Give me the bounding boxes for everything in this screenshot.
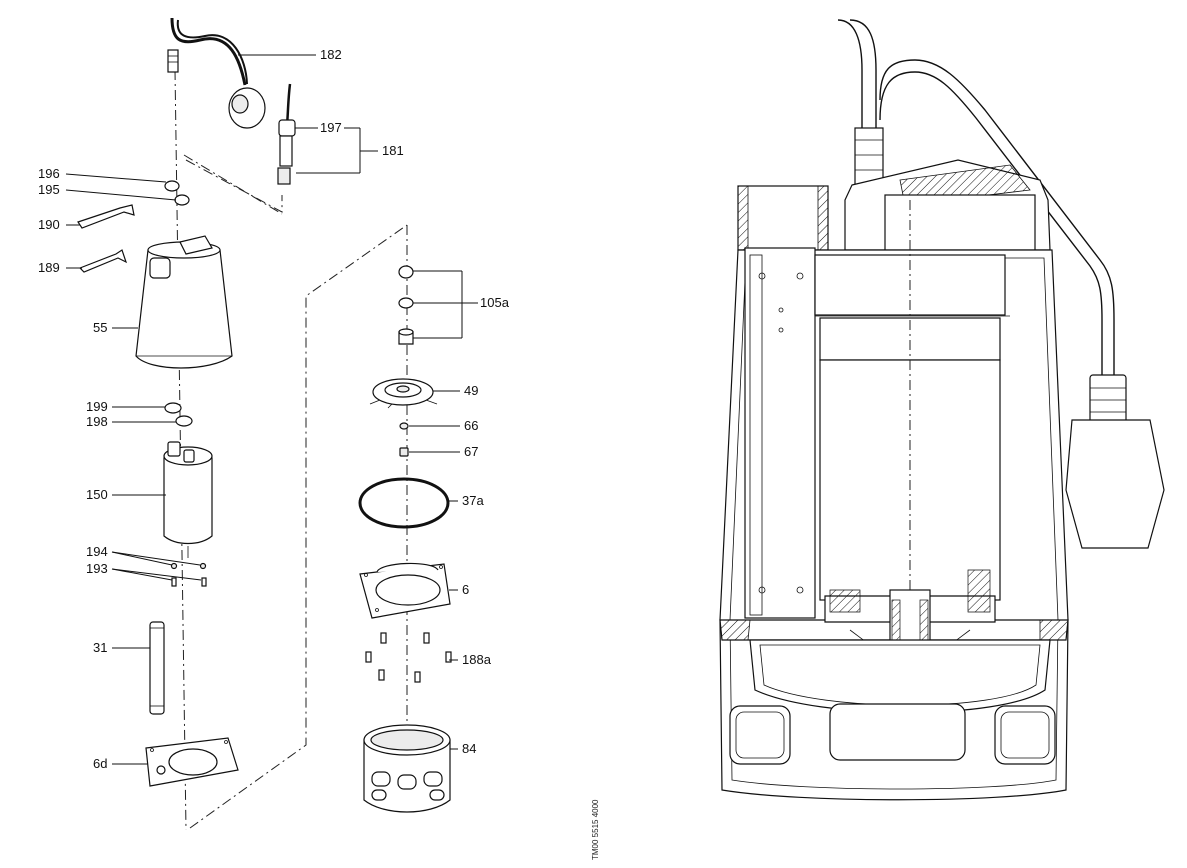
motor-150-part: [163, 441, 213, 558]
pump-housing-6-part: [359, 562, 451, 619]
cable-path-line: [185, 159, 283, 213]
nut-67-part: [399, 447, 409, 457]
label-195: 195: [38, 182, 60, 197]
leader-194: [111, 551, 201, 566]
label-182: 182: [320, 47, 342, 62]
label-196: 196: [38, 166, 60, 181]
label-181: 181: [382, 143, 404, 158]
o-ring-199-part: [164, 402, 182, 414]
pump-section-view: [719, 19, 1165, 801]
left-exploded-column: 182 197 181 196 195 190 189 55: [38, 17, 408, 831]
label-194: 194: [86, 544, 108, 559]
label-198: 198: [86, 414, 108, 429]
nut-105a-part: [398, 265, 414, 345]
label-197: 197: [320, 120, 342, 135]
leader-197: [295, 127, 378, 174]
flange-6d-part: [145, 737, 239, 787]
label-67: 67: [464, 444, 478, 459]
motor-cover-part: [135, 235, 233, 369]
screws-193-part: [171, 577, 207, 587]
label-84: 84: [462, 741, 476, 756]
label-105a: 105a: [480, 295, 510, 310]
label-190: 190: [38, 217, 60, 232]
strainer-84-part: [363, 724, 451, 813]
o-ring-37a-part: [358, 477, 450, 529]
drawing-reference: TM00 5515 4000: [591, 799, 600, 860]
shaft-31-part: [149, 621, 165, 715]
screws-188a-part: [365, 632, 452, 683]
cable-connector-part: [277, 83, 296, 185]
middle-exploded-column: 105a 49 66 67 37a 6 188a 84: [358, 225, 510, 813]
clip-189-part: [78, 249, 128, 273]
washer-66-part: [399, 422, 409, 430]
o-ring-198-part: [175, 415, 193, 427]
label-66: 66: [464, 418, 478, 433]
label-188a: 188a: [462, 652, 492, 667]
column-link-line: [189, 224, 408, 829]
label-6d: 6d: [93, 756, 107, 771]
handle-190-part: [77, 204, 135, 229]
label-193: 193: [86, 561, 108, 576]
nut-195-part: [174, 194, 190, 206]
label-150: 150: [86, 487, 108, 502]
label-199: 199: [86, 399, 108, 414]
leader-193: [111, 568, 202, 581]
washers-194-part: [170, 562, 207, 570]
label-189: 189: [38, 260, 60, 275]
cable-path-line-2: [183, 154, 283, 215]
label-37a: 37a: [462, 493, 484, 508]
leader-105a: [413, 270, 478, 339]
label-49: 49: [464, 383, 478, 398]
float-switch-part: [167, 17, 266, 129]
leader-195: [65, 189, 177, 201]
impeller-49-part: [369, 378, 438, 409]
leader-196: [65, 173, 167, 183]
label-6: 6: [462, 582, 469, 597]
label-31: 31: [93, 640, 107, 655]
nut-196-part: [164, 180, 180, 192]
label-55: 55: [93, 320, 107, 335]
